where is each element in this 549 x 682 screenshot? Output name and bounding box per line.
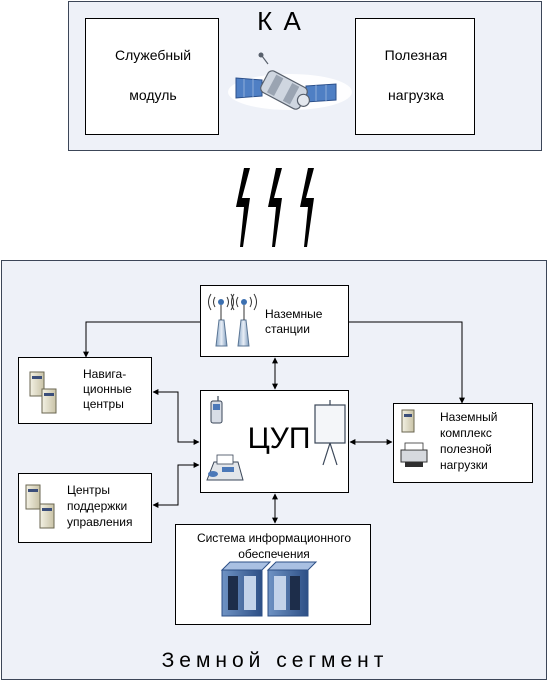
ground-stations-line-1: Наземные bbox=[265, 307, 323, 321]
info-system-line-2: обеспечения bbox=[238, 547, 310, 561]
printer-icon bbox=[400, 442, 428, 467]
payload-line-1: Полезная bbox=[384, 47, 448, 63]
computer-icon bbox=[25, 484, 55, 529]
computer-icon bbox=[401, 409, 415, 433]
mission-control-label: ЦУП bbox=[247, 422, 311, 455]
navigation-centers-line-2: ционные bbox=[83, 382, 132, 396]
support-centers-line-1: Центры bbox=[67, 483, 110, 497]
payload-complex-line-4: нагрузки bbox=[440, 458, 488, 472]
ground-stations-line-2: станции bbox=[265, 322, 310, 336]
support-centers-line-3: управления bbox=[67, 515, 133, 529]
connector-lines bbox=[83, 321, 465, 524]
payload-complex-line-1: Наземный bbox=[440, 410, 498, 424]
payload-box: Полезная нагрузка bbox=[355, 18, 475, 135]
spacecraft-title: К А bbox=[257, 6, 303, 36]
payload-complex-line-3: полезной bbox=[440, 442, 492, 456]
service-module-line-1: Служебный bbox=[114, 47, 192, 63]
service-module-box: Служебный модуль bbox=[85, 18, 219, 135]
navigation-centers-line-1: Навига- bbox=[83, 367, 127, 381]
payload-complex-line-2: комплекс bbox=[440, 426, 492, 440]
fax-icon bbox=[206, 454, 244, 481]
presentation-board-icon bbox=[314, 400, 346, 466]
server-rack-icon bbox=[220, 561, 318, 617]
ground-segment-title: Земной сегмент bbox=[161, 649, 389, 672]
antenna-tower-icon bbox=[208, 293, 257, 347]
navigation-centers-line-3: центры bbox=[83, 397, 124, 411]
info-system-line-1: Система информационного bbox=[196, 531, 352, 545]
support-centers-line-2: поддержки bbox=[67, 499, 128, 513]
computer-icon bbox=[29, 371, 57, 414]
radio-link-lightning-icon bbox=[236, 168, 314, 247]
service-module-line-2: модуль bbox=[129, 87, 177, 103]
mobile-phone-icon bbox=[210, 396, 223, 424]
payload-line-2: нагрузка bbox=[388, 87, 444, 103]
satellite-icon bbox=[228, 52, 352, 110]
